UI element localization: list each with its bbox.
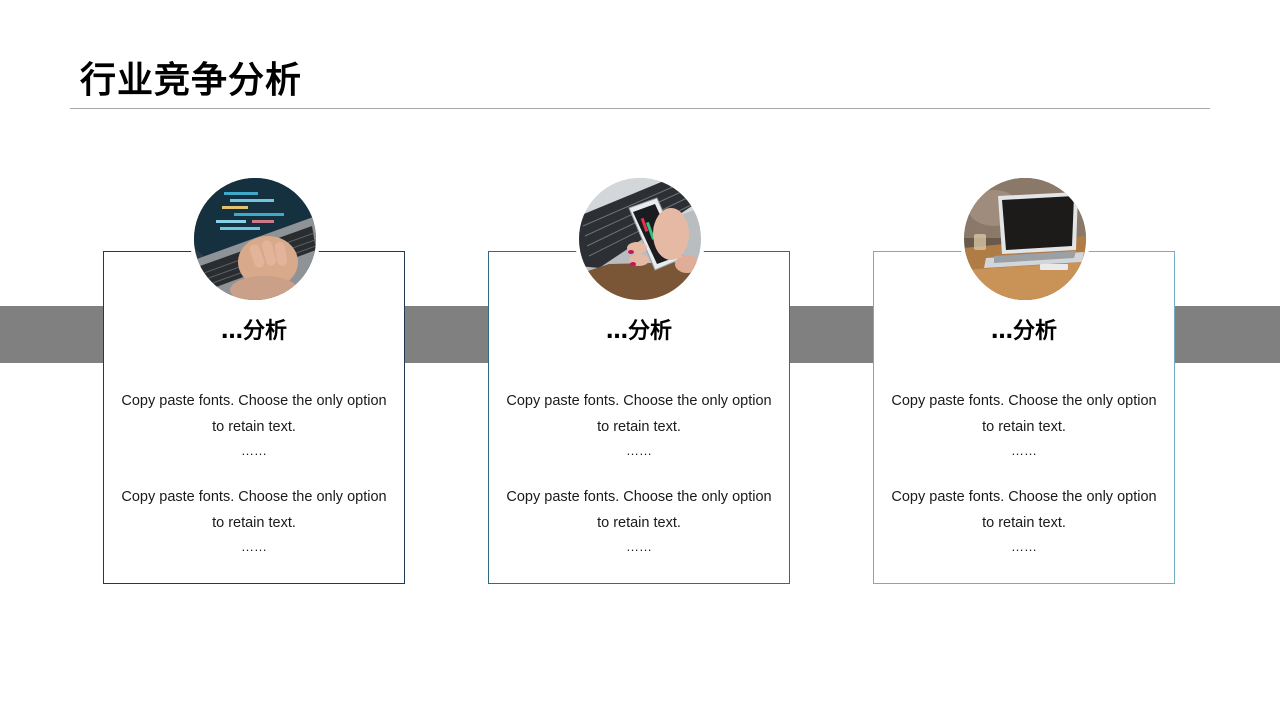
- title-divider: [70, 108, 1210, 109]
- paragraph-text: Copy paste fonts. Choose the only option…: [506, 393, 772, 435]
- card-paragraph: Copy paste fonts. Choose the only option…: [888, 484, 1160, 558]
- analysis-card-3: …分析 Copy paste fonts. Choose the only op…: [873, 251, 1175, 584]
- card-heading: …分析: [220, 319, 287, 344]
- paragraph-ellipsis: ……: [1011, 539, 1037, 554]
- card-paragraph: Copy paste fonts. Choose the only option…: [118, 484, 390, 558]
- card-heading: …分析: [990, 319, 1057, 344]
- paragraph-ellipsis: ……: [241, 539, 267, 554]
- paragraph-text: Copy paste fonts. Choose the only option…: [506, 489, 772, 531]
- paragraph-ellipsis: ……: [626, 443, 652, 458]
- card-heading: …分析: [605, 319, 672, 344]
- laptop-desk-photo-icon: [964, 178, 1086, 300]
- card-paragraph: Copy paste fonts. Choose the only option…: [118, 388, 390, 462]
- page-title: 行业竞争分析: [80, 60, 303, 101]
- analysis-card-2: …分析 Copy paste fonts. Choose the only op…: [488, 251, 790, 584]
- paragraph-text: Copy paste fonts. Choose the only option…: [891, 393, 1157, 435]
- analysis-card-1: …分析 Copy paste fonts. Choose the only op…: [103, 251, 405, 584]
- paragraph-text: Copy paste fonts. Choose the only option…: [121, 393, 387, 435]
- smartphone-chart-photo-icon: [579, 178, 701, 300]
- laptop-coding-photo-icon: [194, 178, 316, 300]
- card-paragraph: Copy paste fonts. Choose the only option…: [888, 388, 1160, 462]
- card-paragraph: Copy paste fonts. Choose the only option…: [503, 388, 775, 462]
- card-paragraph: Copy paste fonts. Choose the only option…: [503, 484, 775, 558]
- paragraph-ellipsis: ……: [626, 539, 652, 554]
- paragraph-ellipsis: ……: [241, 443, 267, 458]
- paragraph-ellipsis: ……: [1011, 443, 1037, 458]
- paragraph-text: Copy paste fonts. Choose the only option…: [121, 489, 387, 531]
- paragraph-text: Copy paste fonts. Choose the only option…: [891, 489, 1157, 531]
